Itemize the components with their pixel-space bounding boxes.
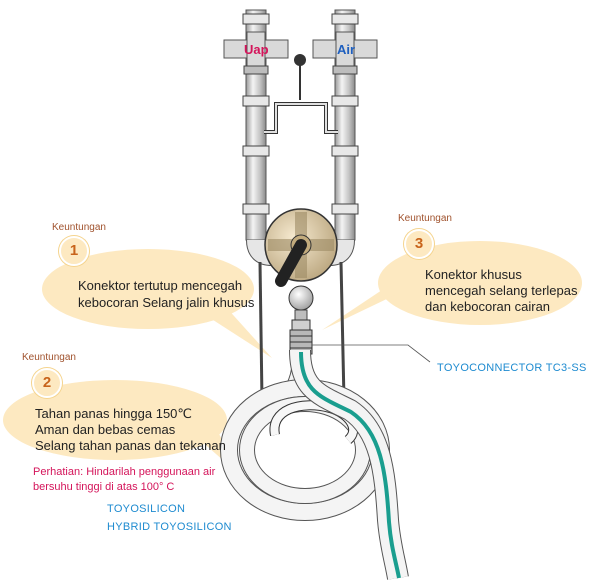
hose-connector (289, 319, 313, 355)
advantage-2-line-1: Tahan panas hingga 150℃ (35, 406, 193, 421)
coiled-hose (220, 349, 409, 580)
advantage-3-badge: 3 (404, 229, 434, 259)
advantage-2-badge: 2 (32, 368, 62, 398)
steam-valve-label: Uap (244, 42, 269, 57)
advantage-1-line-1: Konektor tertutup mencegah (78, 278, 243, 293)
water-valve-label: Air (337, 42, 356, 57)
mixing-valve (264, 208, 338, 287)
advantage-3-line-1: Konektor khusus (425, 267, 522, 282)
advantage-2-line-3: Selang tahan panas dan tekanan (35, 438, 226, 453)
hose-product-label-2: HYBRID TOYOSILICON (107, 521, 232, 533)
connector-leader-line (312, 344, 431, 363)
caution-line-1: Perhatian: Hindarilah penggunaan air (33, 466, 216, 478)
caution-line-2: bersuhu tinggi di atas 100° C (33, 481, 175, 493)
advantage-3-line-3: dan kebocoran cairan (425, 299, 551, 314)
advantage-2-line-2: Aman dan bebas cemas (35, 422, 176, 437)
advantage-1-line-2: kebocoran Selang jalin khusus (78, 295, 255, 310)
connector-product-label: TOYOCONNECTOR TC3-SS (437, 362, 587, 374)
advantage-1-tag: Keuntungan (52, 222, 106, 233)
outlet-ball-joint (288, 285, 314, 321)
advantage-bubble-1 (42, 249, 272, 358)
advantage-3-line-2: mencegah selang terlepas (425, 283, 578, 298)
support-rods (258, 261, 346, 401)
advantage-3-tag: Keuntungan (398, 213, 452, 224)
steam-valve-handle (223, 31, 289, 75)
hose-product-label-1: TOYOSILICON (107, 503, 186, 515)
water-valve-handle (312, 31, 378, 75)
linkage-bracket (264, 54, 338, 134)
advantage-2-tag: Keuntungan (22, 352, 76, 363)
advantage-1-badge: 1 (59, 236, 89, 266)
